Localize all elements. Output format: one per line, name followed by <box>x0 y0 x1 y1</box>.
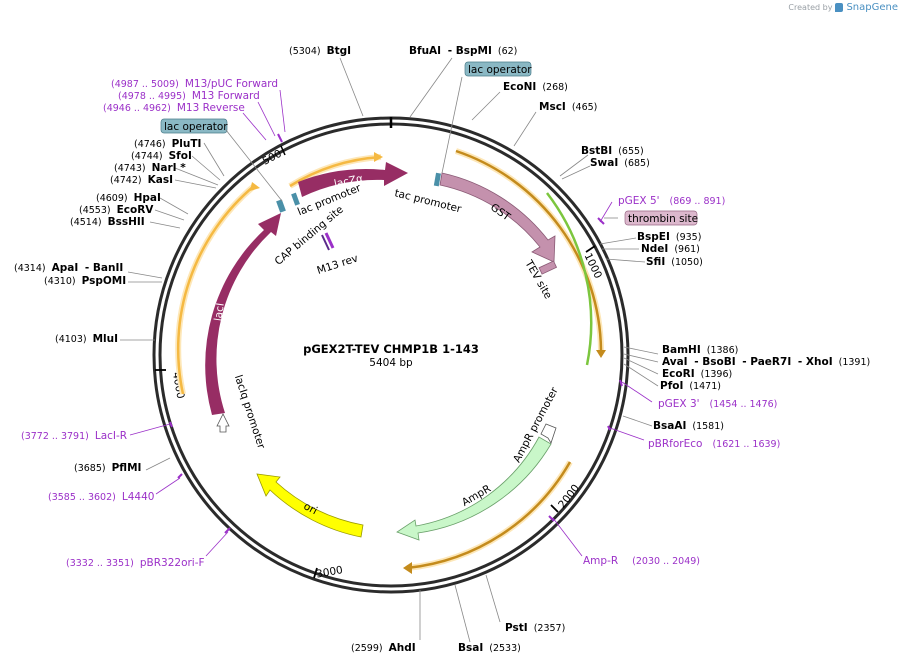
feature-tev-site-box[interactable] <box>538 260 558 275</box>
primer-pgex5[interactable]: pGEX 5'(869 .. 891) <box>618 195 725 207</box>
lac-operator-left-box: lac operator <box>160 118 228 134</box>
site-leader-lines <box>120 57 659 643</box>
map-length: 5404 bp <box>369 357 413 369</box>
site-sfii[interactable]: SfiI(1050) <box>646 256 703 268</box>
primers: (4987 .. 5009)M13/pUC Forward (4978 .. 4… <box>21 78 780 569</box>
site-bsshii[interactable]: (4514)BssHII <box>70 216 145 228</box>
site-pspomi[interactable]: (4310)PspOMI <box>44 275 126 287</box>
site-btgi[interactable]: (5304)BtgI <box>289 45 351 57</box>
laciq-promoter-arrow[interactable] <box>216 413 230 433</box>
site-bsai[interactable]: BsaI(2533) <box>458 642 521 654</box>
site-avai-xhoi[interactable]: AvaI - BsoBI - PaeR7I - XhoI(1391) <box>662 356 870 368</box>
site-bfuai-bspmi[interactable]: BfuAI - BspMI(62) <box>409 45 517 57</box>
feature-laci-label: lacI <box>212 302 226 322</box>
feature-laci-arrow[interactable] <box>205 213 281 415</box>
ampr-promoter-arrow[interactable] <box>540 423 557 444</box>
site-ndei[interactable]: NdeI(961) <box>641 243 700 255</box>
lac-operator-marks <box>276 172 441 213</box>
lac-operator-top-label: lac operator <box>468 64 532 76</box>
primer-pgex3[interactable]: pGEX 3'(1454 .. 1476) <box>658 398 777 410</box>
tick-3000: 3000 <box>315 564 343 580</box>
feature-ampr-arrow[interactable] <box>396 436 552 541</box>
feature-ori-label: ori <box>302 500 320 517</box>
site-bamhi[interactable]: BamHI(1386) <box>662 344 738 356</box>
tick-2000: 2000 <box>556 482 582 510</box>
feature-laciq-promoter-label: lacIq promoter <box>232 373 267 451</box>
backbone-ticks <box>155 117 596 579</box>
primer-pbr322ori-f[interactable]: (3332 .. 3351)pBR322ori-F <box>66 557 205 569</box>
site-nari[interactable]: (4743)NarI * <box>114 162 186 174</box>
snapgene-watermark: Created by SnapGene <box>788 2 898 13</box>
thrombin-site-box: thrombin site <box>624 210 698 226</box>
feature-ori-arrow[interactable] <box>256 473 364 538</box>
primer-laci-r[interactable]: (3772 .. 3791)LacI-R <box>21 430 127 442</box>
orf-arcs <box>175 148 606 574</box>
site-econi[interactable]: EcoNI(268) <box>503 81 568 93</box>
lac-operator-top-box: lac operator <box>464 61 532 77</box>
site-pflmi[interactable]: (3685)PflMI <box>74 462 141 474</box>
site-bsaai[interactable]: BsaAI(1581) <box>653 420 724 432</box>
site-msci[interactable]: MscI(465) <box>539 101 597 113</box>
site-ahdi[interactable]: (2599)AhdI <box>351 642 416 654</box>
site-ecorv[interactable]: (4553)EcoRV <box>79 204 154 216</box>
site-pfoi[interactable]: PfoI(1471) <box>660 380 721 392</box>
feature-laczalpha-arrow[interactable] <box>298 162 408 197</box>
site-pluti[interactable]: (4746)PluTI <box>134 138 201 150</box>
site-psti[interactable]: PstI(2357) <box>505 622 565 634</box>
watermark-brand: SnapGene <box>846 2 898 13</box>
site-ecori[interactable]: EcoRI(1396) <box>662 368 732 380</box>
thrombin-site-label: thrombin site <box>628 213 698 225</box>
feature-m13rev-label: M13 rev <box>315 252 359 277</box>
primer-m13-puc-forward[interactable]: (4987 .. 5009)M13/pUC Forward <box>111 78 278 90</box>
primer-m13-forward[interactable]: (4978 .. 4995)M13 Forward <box>118 90 260 102</box>
site-sfoi[interactable]: (4744)SfoI <box>131 150 192 162</box>
primer-pbrforeco[interactable]: pBRforEco(1621 .. 1639) <box>648 438 780 450</box>
m13-rev-marks <box>321 232 335 251</box>
feature-tac-promoter-label: tac promoter <box>393 187 463 215</box>
primer-amp-r[interactable]: Amp-R(2030 .. 2049) <box>583 555 700 567</box>
lac-operator-left-label: lac operator <box>164 121 228 133</box>
restriction-sites: (5304)BtgI BfuAI - BspMI(62) EcoNI(268) … <box>14 45 870 654</box>
map-title: pGEX2T-TEV CHMP1B 1-143 <box>303 342 479 356</box>
snapgene-logo-icon <box>835 3 844 12</box>
site-mlui[interactable]: (4103)MluI <box>55 333 118 345</box>
feature-laczalpha-label: lacZα <box>333 173 364 191</box>
site-bstbi[interactable]: BstBI(655) <box>581 145 644 157</box>
site-apai-banii[interactable]: (4314)ApaI - BanII <box>14 262 123 274</box>
site-hpai[interactable]: (4609)HpaI <box>96 192 161 204</box>
primer-m13-reverse[interactable]: (4946 .. 4962)M13 Reverse <box>103 102 245 114</box>
site-bspei[interactable]: BspEI(935) <box>637 231 701 243</box>
primer-leader-lines <box>129 89 653 557</box>
site-kasi[interactable]: (4742)KasI <box>110 174 173 186</box>
primer-l4440[interactable]: (3585 .. 3602)L4440 <box>48 491 154 503</box>
site-swai[interactable]: SwaI(685) <box>590 157 650 169</box>
watermark-prefix: Created by <box>788 3 833 12</box>
